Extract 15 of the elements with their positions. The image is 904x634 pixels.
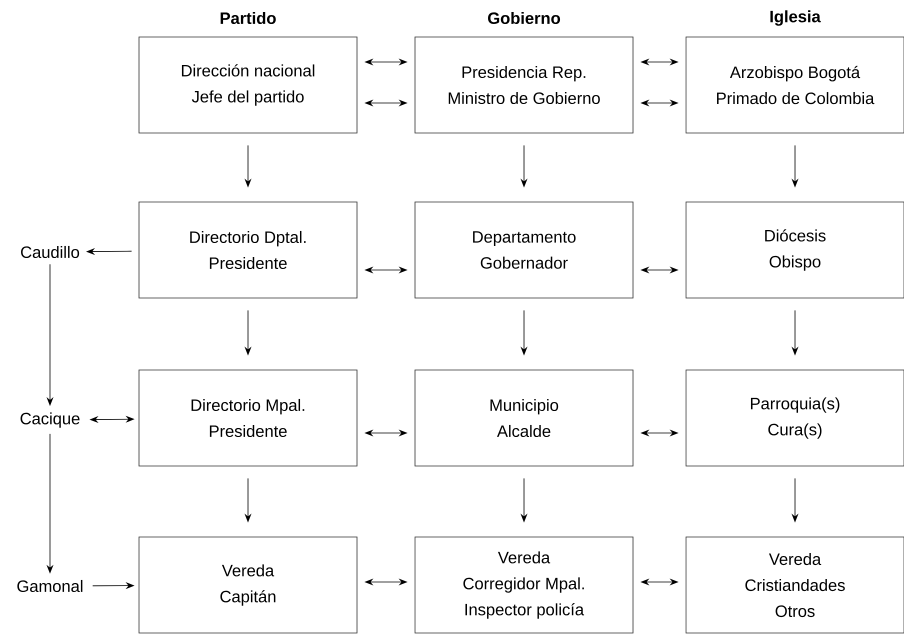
process-box: Vereda Cristiandades Otros	[686, 536, 904, 634]
role-label: Cacique	[20, 412, 80, 428]
process-box: Diócesis Obispo	[686, 202, 904, 298]
process-box: Vereda Corregidor Mpal. Inspector policía	[414, 536, 634, 634]
process-box: Dirección nacional Jefe del partido	[138, 36, 358, 134]
process-box: Vereda Capitán	[138, 536, 358, 634]
process-box: Arzobispo Bogotá Primado de Colombia	[686, 36, 904, 134]
role-label: Gamonal	[17, 580, 82, 592]
process-box: Presidencia Rep. Ministro de Gobierno	[414, 36, 634, 134]
process-box: Municipio Alcalde	[414, 370, 634, 466]
process-box: Directorio Dptal. Presidente	[138, 202, 358, 298]
process-box: Parroquia(s) Cura(s)	[686, 370, 904, 466]
process-box: Directorio Mpal. Presidente	[138, 370, 358, 466]
process-box: Departamento Gobernador	[414, 202, 634, 298]
role-label: Caudillo	[21, 246, 80, 258]
